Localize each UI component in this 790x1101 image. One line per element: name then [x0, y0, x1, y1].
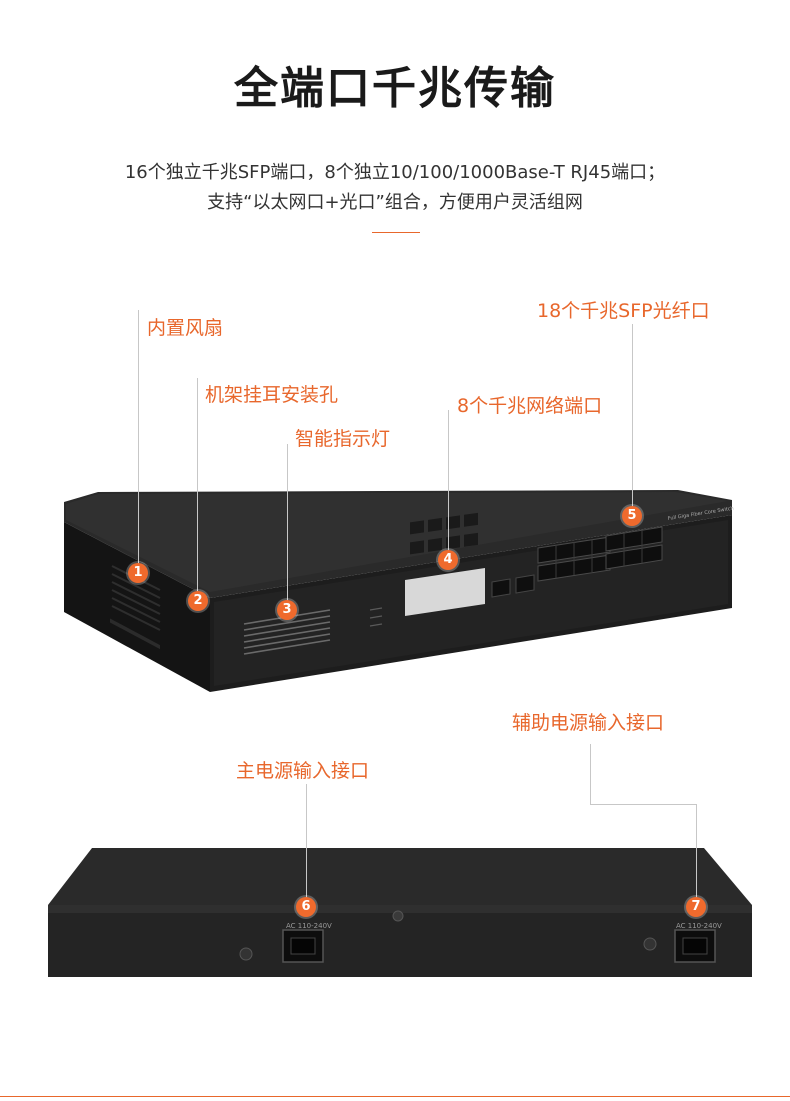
rear-face: [48, 905, 752, 977]
leader-line-4: [448, 410, 449, 554]
leader-line-3: [287, 444, 288, 604]
leader-line-1: [138, 310, 139, 570]
callout-label-main-power: 主电源输入接口: [236, 760, 370, 782]
callout-badge-3: 3: [277, 600, 297, 620]
callout-badge-6: 6: [296, 897, 316, 917]
subtitle-line-2: 支持“以太网口+光口”组合，方便用户灵活组网: [207, 192, 583, 213]
bottom-divider: [0, 1096, 790, 1097]
leader-line-6: [306, 784, 307, 902]
rj45-block: [405, 568, 485, 616]
aux-power-socket: [674, 929, 716, 963]
callout-label-sfp: 18个千兆SFP光纤口: [537, 300, 710, 322]
subtitle-line-1: 16个独立千兆SFP端口，8个独立10/100/1000Base-T RJ45端…: [124, 162, 666, 183]
chassis-left-side: [64, 522, 210, 692]
rear-top: [48, 848, 752, 905]
leader-line-2: [197, 378, 198, 592]
callout-badge-7: 7: [686, 897, 706, 917]
callout-label-rack-holes: 机架挂耳安装孔: [205, 384, 339, 406]
callout-label-indicators: 智能指示灯: [295, 428, 391, 450]
leader-line-7b: [590, 804, 696, 805]
aux-power-rating: AC 110-240V: [676, 922, 722, 930]
page-title: 全端口千兆传输: [234, 63, 556, 114]
leader-line-7a: [590, 744, 591, 804]
callout-badge-5: 5: [622, 506, 642, 526]
callout-label-rj45: 8个千兆网络端口: [457, 395, 603, 417]
callout-label-fan: 内置风扇: [147, 317, 224, 339]
callout-badge-1: 1: [128, 563, 148, 583]
callout-badge-2: 2: [188, 591, 208, 611]
accent-divider: [372, 232, 420, 233]
leader-line-7c: [696, 804, 697, 900]
callout-label-aux-power: 辅助电源输入接口: [512, 712, 665, 734]
main-power-rating: AC 110-240V: [286, 922, 332, 930]
leader-line-5: [632, 324, 633, 508]
callout-badge-4: 4: [438, 550, 458, 570]
